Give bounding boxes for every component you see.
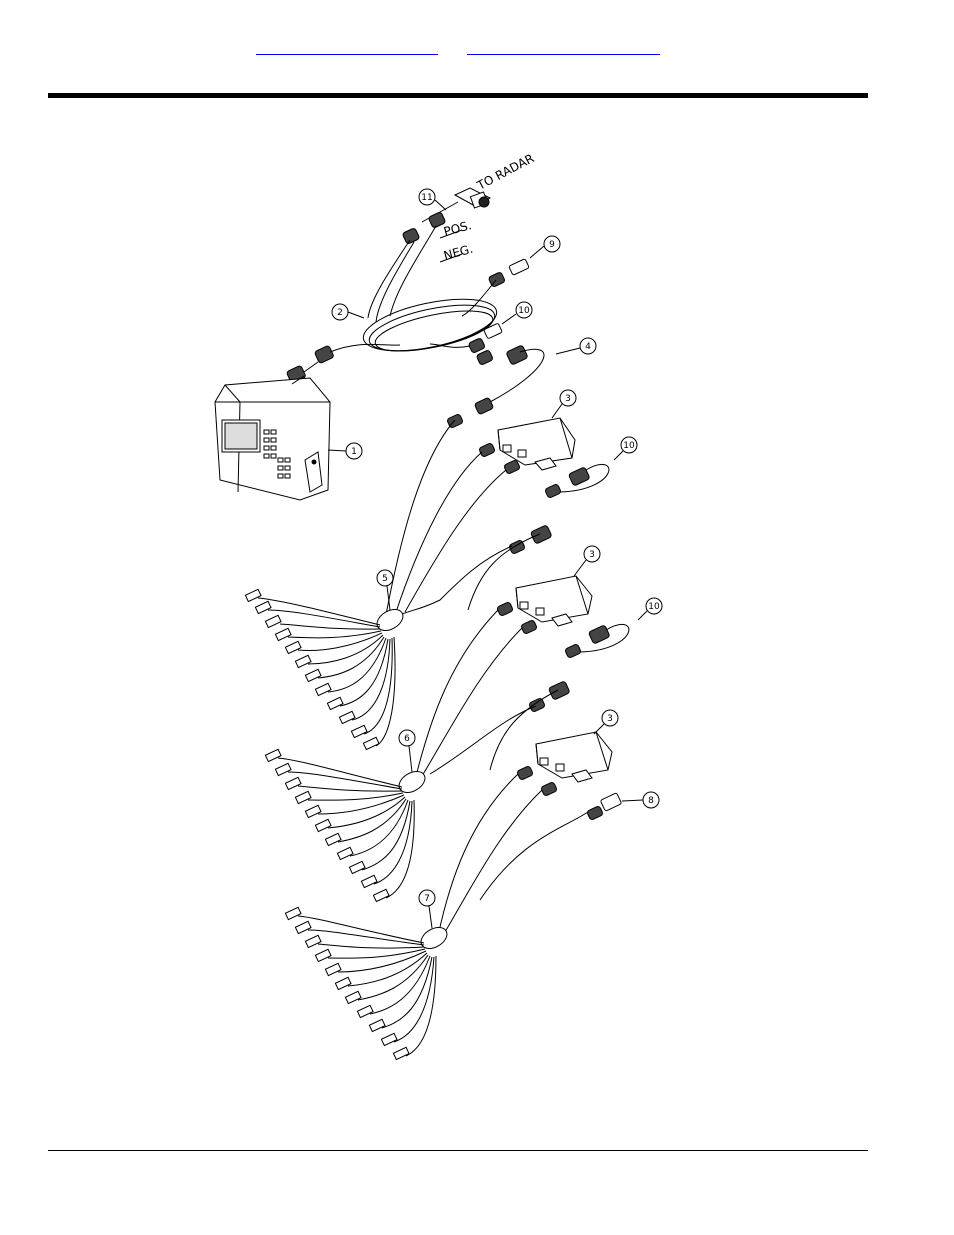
svg-text:6: 6 bbox=[404, 734, 410, 744]
callout-3-second: 3 bbox=[574, 546, 600, 576]
radar-tee-connector bbox=[455, 188, 490, 208]
callout-1: 1 bbox=[328, 443, 362, 459]
callout-10-first: 10 bbox=[614, 437, 637, 460]
harness-6-terminals bbox=[265, 749, 389, 901]
svg-text:3: 3 bbox=[607, 714, 613, 724]
svg-text:3: 3 bbox=[589, 550, 595, 560]
svg-text:4: 4 bbox=[585, 342, 591, 352]
svg-text:9: 9 bbox=[549, 240, 555, 250]
to-radar-label: TO RADAR bbox=[474, 151, 536, 193]
header-link-left[interactable] bbox=[256, 40, 438, 55]
monitor-console bbox=[215, 376, 330, 500]
top-connectors bbox=[286, 212, 529, 384]
callout-3-third: 3 bbox=[594, 710, 618, 734]
svg-text:1: 1 bbox=[351, 447, 357, 457]
svg-text:3: 3 bbox=[565, 394, 571, 404]
svg-text:5: 5 bbox=[382, 574, 388, 584]
header-link-right[interactable] bbox=[467, 40, 660, 55]
callout-7: 7 bbox=[419, 890, 435, 928]
harness-7-terminals bbox=[285, 907, 409, 1059]
svg-text:10: 10 bbox=[648, 602, 660, 612]
module-3 bbox=[536, 732, 612, 782]
callout-9-lower: 10 bbox=[502, 302, 532, 324]
wiring-harness-diagram: TO RADAR POS. NEG. bbox=[200, 140, 670, 1075]
svg-text:8: 8 bbox=[648, 796, 654, 806]
harness-5-terminals bbox=[245, 589, 379, 749]
harness-bundle-7 bbox=[298, 774, 542, 1056]
header-links bbox=[0, 40, 954, 60]
callout-8: 8 bbox=[622, 792, 659, 808]
callout-2: 2 bbox=[332, 304, 364, 320]
svg-text:2: 2 bbox=[337, 308, 343, 318]
harness-bundle-6 bbox=[278, 610, 536, 898]
callout-6: 6 bbox=[399, 730, 415, 772]
module-2 bbox=[516, 576, 592, 626]
footer-rule bbox=[48, 1150, 868, 1151]
header-rule bbox=[48, 93, 868, 98]
svg-text:10: 10 bbox=[623, 441, 635, 451]
svg-text:11: 11 bbox=[421, 193, 432, 203]
callout-10-second: 10 bbox=[638, 598, 662, 620]
callout-4: 4 bbox=[556, 338, 596, 354]
callout-11: 11 bbox=[419, 189, 446, 210]
module-1-connectors bbox=[447, 397, 591, 554]
svg-text:7: 7 bbox=[424, 894, 430, 904]
callout-9-top: 9 bbox=[530, 236, 560, 258]
svg-text:10: 10 bbox=[518, 306, 530, 316]
callout-3-first: 3 bbox=[552, 390, 576, 418]
